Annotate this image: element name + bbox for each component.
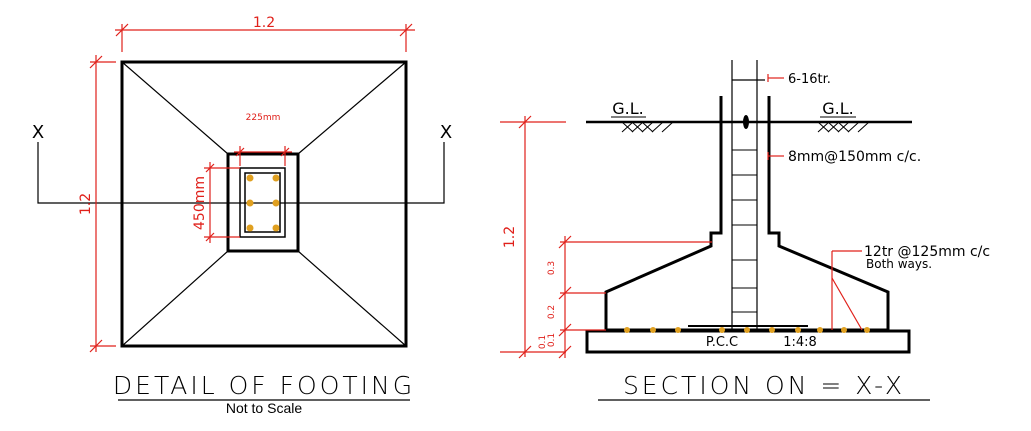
slope-line: [121, 250, 229, 347]
plan-dim-top: 1.2: [253, 15, 275, 31]
main-bars-label: 6-16tr.: [788, 72, 831, 87]
gl-label-right: G.L.: [822, 99, 853, 118]
rebar-dot: [817, 327, 823, 333]
column-cut-mark: [743, 115, 749, 129]
slope-line: [297, 250, 407, 347]
slope-line: [121, 61, 229, 155]
rebar-dot: [864, 327, 870, 333]
ties-label: 8mm@150mm c/c.: [788, 149, 921, 165]
section-leaders: [767, 74, 863, 331]
rebar-dot: [246, 199, 254, 207]
pcc-label: P.C.C: [706, 335, 738, 350]
rebar-dot: [795, 327, 801, 333]
rebar-dot: [272, 174, 280, 182]
slope-line: [297, 61, 407, 155]
rebar-dot: [272, 224, 280, 232]
column-width-label: 225mm: [246, 113, 281, 123]
section-title: SECTION ON = X-X: [623, 371, 905, 400]
rebar-dot: [246, 174, 254, 182]
pcc-bed: [585, 329, 911, 354]
cut-label-right: X: [440, 122, 452, 143]
rebar-dot: [744, 327, 750, 333]
footing-outline: [120, 60, 408, 348]
rebar-dot: [719, 327, 725, 333]
rebar-dot: [624, 327, 630, 333]
rebar-dot: [650, 327, 656, 333]
plan-dim-left: 1.2: [78, 193, 94, 215]
footing-left-profile: [604, 96, 723, 330]
rebar-dot: [246, 224, 254, 232]
tie-lines: [732, 149, 757, 313]
rebar-dot: [769, 327, 775, 333]
pcc-mix-label: 1:4:8: [783, 335, 817, 350]
plan-dimensions: [89, 23, 415, 353]
gl-label-left: G.L.: [612, 99, 643, 118]
section-dim-a: 0.3: [547, 261, 557, 275]
footing-right-profile: [767, 96, 890, 330]
section-dim-b: 0.2: [547, 305, 557, 319]
footing-plan: [37, 60, 445, 348]
base-bars-note: Both ways.: [866, 257, 932, 271]
cut-label-left: X: [32, 122, 44, 143]
section-cut-line: [37, 142, 445, 204]
plan-title: DETAIL OF FOOTING: [113, 371, 415, 400]
column-depth-label: 450mm: [192, 176, 208, 230]
rebar-dot: [841, 327, 847, 333]
section-dim-c: 0.1: [547, 333, 557, 347]
ground-hatch-left: [621, 121, 674, 133]
plan-subtitle: Not to Scale: [226, 400, 302, 416]
section-dimensions: [500, 115, 712, 359]
ground-hatch-right: [817, 121, 870, 133]
plan-rebars: [246, 174, 280, 232]
section-dim-d: 0.1: [538, 335, 548, 349]
rebar-dot: [675, 327, 681, 333]
rebar-dot: [272, 199, 280, 207]
section-rebars: [624, 327, 870, 333]
base-bars-label: 12tr @125mm c/c: [864, 244, 990, 260]
section-dim-total: 1.2: [502, 226, 518, 248]
